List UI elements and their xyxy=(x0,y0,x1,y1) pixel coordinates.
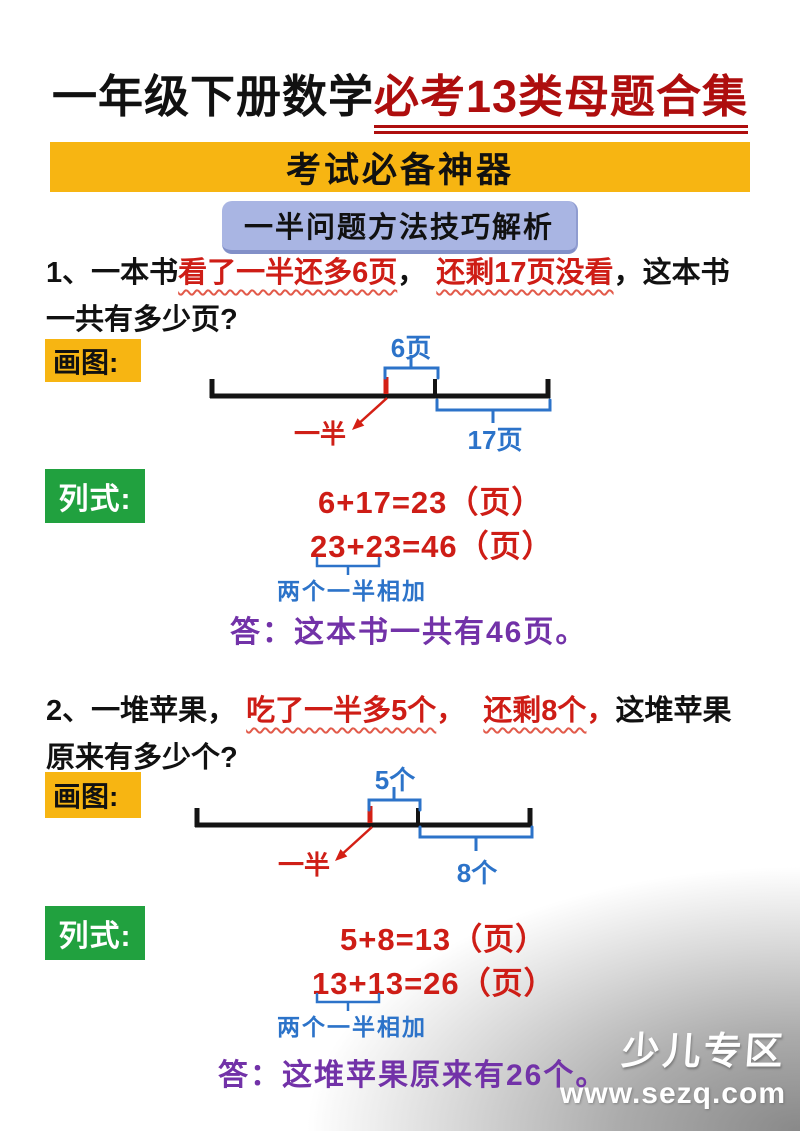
problem-2-comma-1: ， xyxy=(436,695,466,727)
equation-note-2: 两个一半相加 xyxy=(277,1014,427,1040)
title-black-part: 一年级下册数学 xyxy=(51,71,374,122)
formula-label-2-text: 列式: xyxy=(58,920,132,953)
underbrace-1 xyxy=(315,556,381,575)
page-title: 一年级下册数学必考13类母题合集 xyxy=(0,60,800,134)
diagram-2-top-label: 5个 xyxy=(374,765,416,795)
watermark: 少儿专区 www.sezq.com xyxy=(560,1020,788,1111)
problem-1-tail: ，这本书 xyxy=(613,257,730,289)
half-arrowhead xyxy=(335,849,348,861)
problem-2-highlight-2: 还剩8个 xyxy=(483,695,587,727)
segment-diagram-2-graphic xyxy=(194,787,534,861)
topic-badge: 一半问题方法技巧解析 xyxy=(221,201,579,254)
problem-2-line-2: 原来有多少个? xyxy=(46,742,238,774)
equation-1-2: 23+23=46（页） xyxy=(310,529,554,564)
segment-diagram-1-graphic xyxy=(209,355,552,430)
diagram-1-bottom-label: 17页 xyxy=(467,425,523,455)
problem-2-highlight-1: 吃了一半多5个 xyxy=(246,695,437,727)
problem-1-prefix: 1、一本书 xyxy=(46,257,179,289)
draw-label-2: 画图: xyxy=(45,772,141,818)
half-arrow xyxy=(355,397,388,427)
formula-label-1: 列式: xyxy=(45,469,145,523)
banner-label: 考试必备神器 xyxy=(285,150,514,190)
diagram-2-bottom-label: 8个 xyxy=(456,858,498,888)
answer-1: 答：这本书一共有46页。 xyxy=(230,616,588,649)
corner-shading xyxy=(240,831,800,1131)
diagram-1-half-label: 一半 xyxy=(294,419,347,449)
problem-2-tail: 这堆苹果 xyxy=(615,695,732,727)
equation-note-1: 两个一半相加 xyxy=(277,578,427,604)
problem-2-text: 2、一堆苹果，吃了一半多5个，还剩8个，这堆苹果 原来有多少个? xyxy=(46,688,762,782)
problem-2-comma-2: ， xyxy=(586,695,616,727)
equation-2-2: 13+13=26（页） xyxy=(312,966,556,1001)
topic-badge-label: 一半问题方法技巧解析 xyxy=(243,212,555,244)
draw-label-1-text: 画图: xyxy=(53,346,119,378)
half-arrowhead xyxy=(352,418,365,430)
formula-label-1-text: 列式: xyxy=(58,483,132,516)
top-brace xyxy=(383,366,440,380)
watermark-url: www.sezq.com xyxy=(560,1077,786,1110)
underbrace-2 xyxy=(315,992,381,1011)
problem-1-line-1: 1、一本书看了一半还多6页， 还剩17页没看，这本书 xyxy=(46,250,762,297)
problem-1-highlight-1: 看了一半还多6页 xyxy=(178,257,398,289)
draw-label-2-text: 画图: xyxy=(53,781,119,812)
title-red-part: 必考13类母题合集 xyxy=(373,71,749,134)
equation-2-1: 5+8=13（页） xyxy=(340,922,548,957)
diagram-1-top-label: 6页 xyxy=(390,333,432,363)
problem-1-comma: ， xyxy=(397,257,427,289)
segment-diagram-2: 5个 8个 一半 xyxy=(180,755,600,890)
watermark-brand: 少儿专区 xyxy=(620,1031,788,1073)
bottom-brace xyxy=(418,825,534,839)
problem-1-highlight-2: 还剩17页没看 xyxy=(436,257,614,289)
problem-1-line-2: 一共有多少页? xyxy=(46,304,238,336)
answer-2: 答：这堆苹果原来有26个。 xyxy=(218,1059,608,1092)
half-arrow xyxy=(338,826,373,858)
draw-label-1: 画图: xyxy=(45,339,141,382)
problem-2-prefix: 2、一堆苹果， xyxy=(46,695,237,727)
bottom-brace xyxy=(435,398,552,412)
exam-banner: 考试必备神器 xyxy=(50,142,750,192)
diagram-2-half-label: 一半 xyxy=(278,850,331,880)
formula-label-2: 列式: xyxy=(45,906,145,960)
problem-1-text: 1、一本书看了一半还多6页， 还剩17页没看，这本书 一共有多少页? xyxy=(46,250,762,344)
segment-diagram-1: 6页 17页 一半 xyxy=(180,330,600,455)
top-brace xyxy=(367,798,422,812)
problem-2-line-1: 2、一堆苹果，吃了一半多5个，还剩8个，这堆苹果 xyxy=(46,688,762,735)
equation-1-1: 6+17=23（页） xyxy=(318,485,544,520)
